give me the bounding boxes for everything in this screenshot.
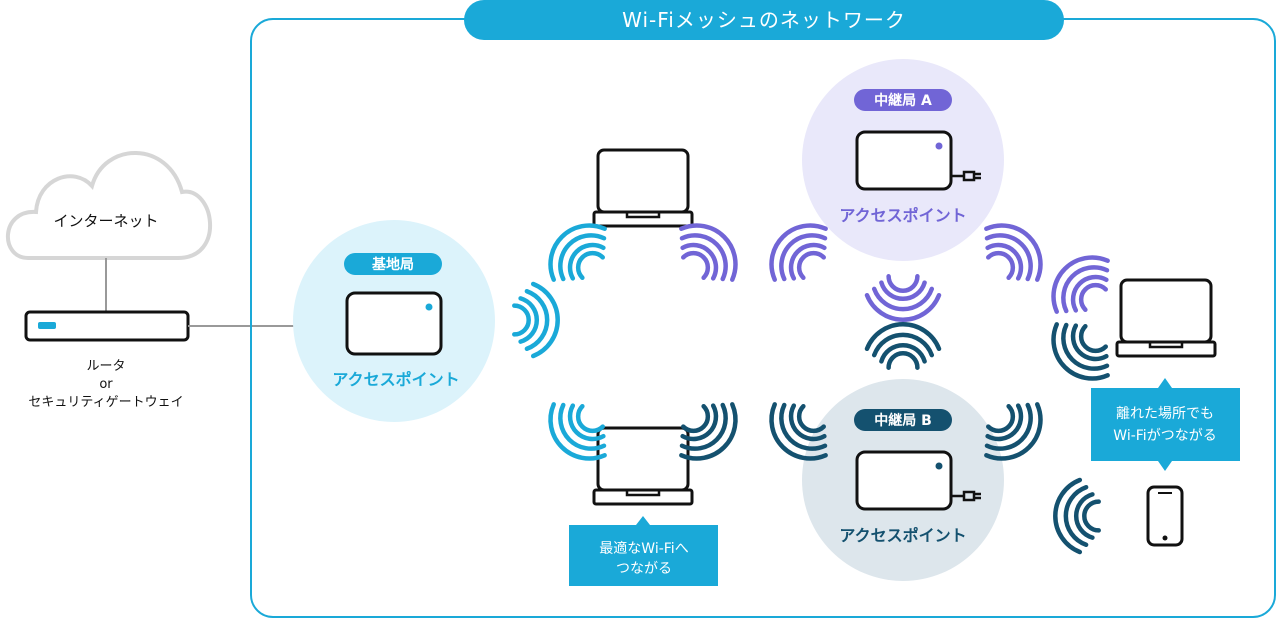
base-station: 基地局 アクセスポイント xyxy=(293,220,495,422)
base-station-label: アクセスポイント xyxy=(332,370,459,389)
wifi-laptop-right-upper-icon xyxy=(1039,243,1121,325)
relay-b-badge-label: 中継局 B xyxy=(874,412,932,429)
mesh-title-pill: Wi-Fiメッシュのネットワーク xyxy=(464,0,1064,40)
router-led xyxy=(38,322,56,329)
callout-optimal-line1: 最適なWi-Fiへ xyxy=(599,540,688,557)
router: ルータ or セキュリティゲートウェイ xyxy=(24,310,190,410)
cloud-shape xyxy=(5,151,213,260)
internet-label: インターネット xyxy=(53,212,158,230)
router-label-line3: セキュリティゲートウェイ xyxy=(28,395,183,410)
router-label-line2: or xyxy=(99,377,113,392)
relay-b-badge xyxy=(854,409,952,431)
base-station-device xyxy=(345,291,443,356)
base-station-led xyxy=(425,303,433,311)
wifi-laptop-right-lower-icon xyxy=(1039,311,1121,393)
base-station-badge-label: 基地局 xyxy=(372,256,414,273)
laptop-bottom-icon xyxy=(592,426,694,506)
internet-cloud: インターネット xyxy=(5,151,213,260)
relay-a: 中継局 A アクセスポイント xyxy=(802,59,1004,261)
wifi-relay-a-down-icon xyxy=(867,276,939,319)
relay-b: 中継局 B アクセスポイント xyxy=(802,379,1004,581)
callout-remote-line2: Wi-Fiがつながる xyxy=(1113,428,1216,444)
callout-optimal-line2: つながる xyxy=(616,561,672,577)
mesh-title: Wi-Fiメッシュのネットワーク xyxy=(622,8,906,32)
callout-remote-line1: 離れた場所でも xyxy=(1116,405,1214,422)
relay-b-device xyxy=(855,450,953,511)
wifi-relay-a-right-icon xyxy=(973,211,1055,293)
relay-a-badge-label: 中継局 A xyxy=(874,92,932,109)
callout-optimal: 最適なWi-Fiへ つながる xyxy=(569,516,718,586)
callout-remote: 離れた場所でも Wi-Fiがつながる xyxy=(1091,378,1240,471)
relay-b-label: アクセスポイント xyxy=(839,526,966,545)
relay-b-cable xyxy=(951,490,981,502)
router-label-line1: ルータ xyxy=(86,359,125,374)
wifi-relay-b-up-icon xyxy=(867,324,939,367)
smartphone-icon xyxy=(1146,485,1184,547)
relay-a-device xyxy=(855,130,953,191)
base-station-badge xyxy=(344,253,442,275)
wifi-smartphone-icon xyxy=(1055,480,1098,552)
relay-a-cable xyxy=(951,170,981,182)
relay-a-led xyxy=(935,142,943,150)
laptop-top-icon xyxy=(592,148,694,228)
wifi-base-right-icon xyxy=(514,284,557,356)
relay-a-label: アクセスポイント xyxy=(839,206,966,225)
relay-b-led xyxy=(935,462,943,470)
relay-a-badge xyxy=(854,89,952,111)
laptop-right-icon xyxy=(1115,278,1217,358)
